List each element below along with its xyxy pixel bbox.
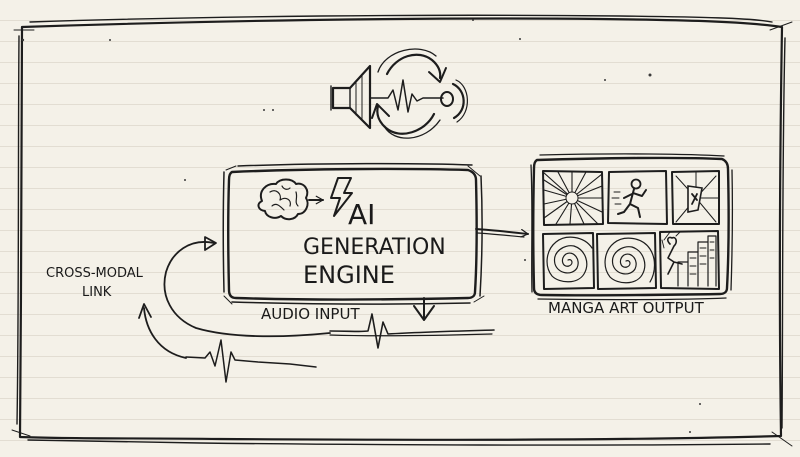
cross-modal-label-line2: LINK: [82, 285, 112, 300]
engine-title-line2: GENERATION: [303, 235, 446, 260]
sync-arrows-icon: [371, 48, 447, 139]
panel-burst: [542, 170, 604, 226]
engine-title-line1: AI: [348, 198, 375, 231]
audio-input-label: AUDIO INPUT: [261, 305, 360, 323]
sync-sound-wave: [369, 79, 444, 113]
spiral-icon: [604, 237, 655, 284]
cross-modal-loop: [163, 241, 331, 338]
speaker-icon: [330, 64, 372, 130]
brain-icon: [257, 178, 309, 221]
city-icon: [661, 232, 717, 287]
ai-engine-box: [222, 162, 485, 305]
sound-emitter: [440, 79, 468, 123]
manga-output-frame: [530, 153, 734, 301]
panel-spiral-2: [596, 232, 657, 290]
action-figure-icon: [675, 171, 720, 223]
outer-frame: [11, 14, 793, 447]
runner-icon: [611, 178, 647, 218]
panel-runner: [607, 170, 668, 225]
burst-icon: [543, 172, 602, 224]
lightning-icon: [330, 177, 353, 217]
engine-to-output-arrow: [475, 228, 529, 238]
cross-modal-label-line1: CROSS-MODAL: [46, 266, 144, 281]
cross-modal-loop-lower: [143, 307, 187, 359]
manga-output-label: MANGA ART OUTPUT: [548, 299, 705, 317]
panel-city: [659, 230, 720, 290]
panel-action: [671, 170, 720, 225]
paper-specks: [21, 19, 701, 433]
audio-input-waveform: [185, 313, 495, 383]
audio-sync-illustration: [330, 48, 468, 139]
engine-title-line3: ENGINE: [303, 261, 395, 289]
panel-spiral-1: [542, 232, 595, 290]
spiral-icon: [546, 236, 593, 283]
